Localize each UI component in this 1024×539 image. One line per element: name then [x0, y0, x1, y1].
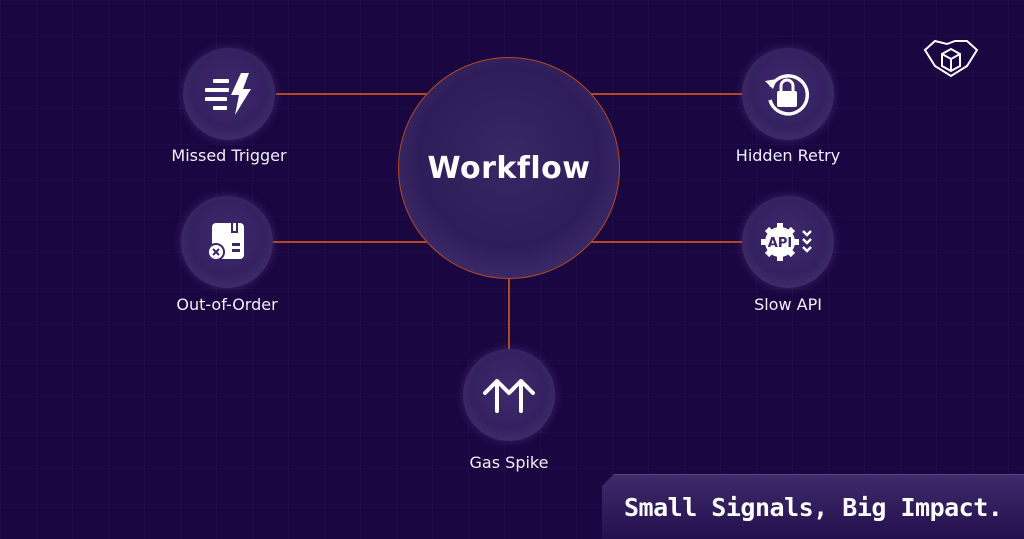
- node-missed-trigger: [183, 48, 275, 140]
- retry-lock-icon: [765, 74, 809, 116]
- node-slow-api: API: [742, 196, 834, 288]
- node-out-of-order: [181, 196, 273, 288]
- brand-logo-icon: [923, 39, 979, 78]
- label-out-of-order: Out-of-Order: [176, 295, 278, 314]
- node-gas-spike: [463, 349, 555, 441]
- api-gear-icon: API: [761, 223, 812, 261]
- tagline-banner: Small Signals, Big Impact.: [602, 474, 1024, 539]
- connector-slow-api: [590, 241, 745, 243]
- connector-gas-spike: [508, 279, 510, 351]
- tagline-text: Small Signals, Big Impact.: [624, 492, 1003, 522]
- lightning-speed-icon: [205, 73, 251, 115]
- node-hidden-retry: [742, 48, 834, 140]
- workflow-label: Workflow: [427, 150, 591, 186]
- label-hidden-retry: Hidden Retry: [735, 146, 841, 165]
- label-missed-trigger: Missed Trigger: [171, 146, 287, 165]
- connector-missed-trigger: [276, 93, 436, 95]
- connector-hidden-retry: [585, 93, 745, 95]
- workflow-node: Workflow: [398, 57, 620, 279]
- label-slow-api: Slow API: [754, 295, 822, 314]
- connector-out-of-order: [272, 241, 434, 243]
- package-cancel-icon: [207, 223, 244, 261]
- svg-text:API: API: [768, 236, 792, 251]
- double-arrow-up-icon: [483, 379, 535, 413]
- label-gas-spike: Gas Spike: [469, 453, 549, 472]
